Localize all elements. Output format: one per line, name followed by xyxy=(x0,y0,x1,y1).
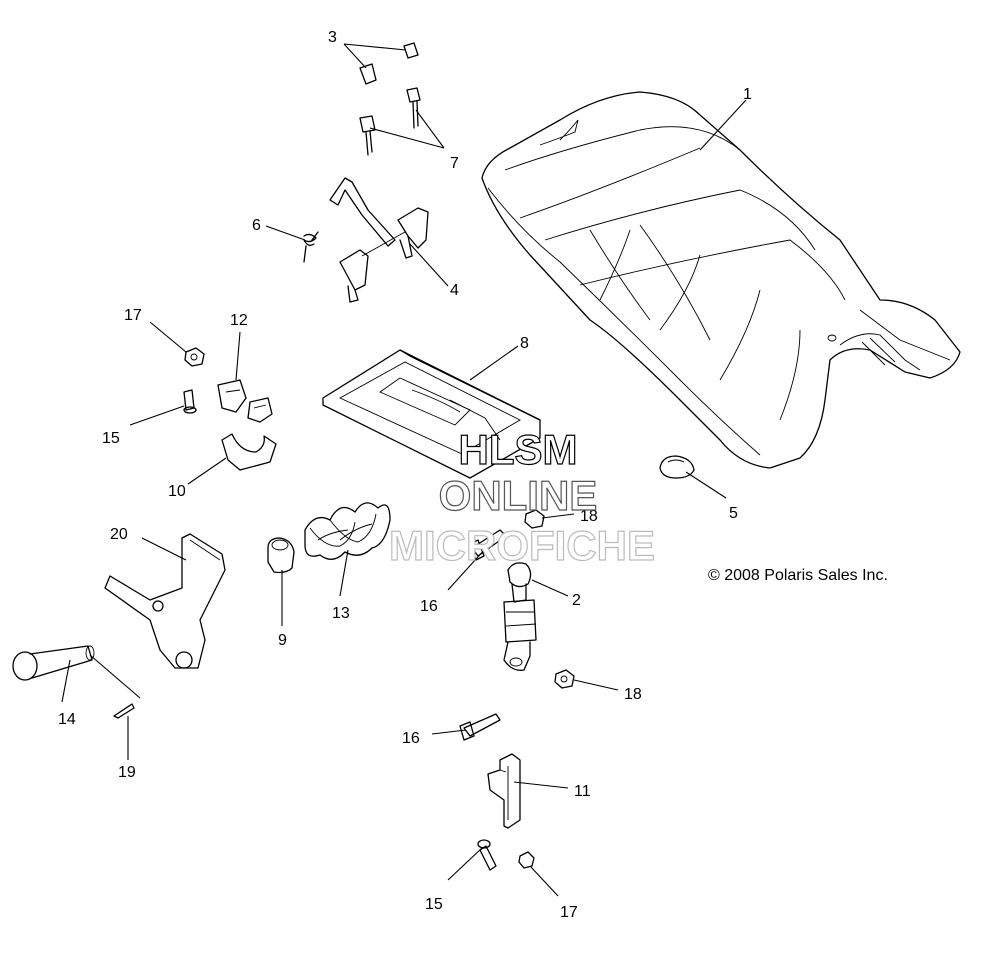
callout-16-lower: 16 xyxy=(402,730,420,747)
callout-labels: 1 3 7 6 4 17 12 8 15 10 5 18 20 2 16 13 … xyxy=(58,29,752,921)
callout-6: 6 xyxy=(252,217,261,234)
callout-7: 7 xyxy=(450,155,459,172)
bump-stop-part-9 xyxy=(267,537,295,574)
callout-14: 14 xyxy=(58,711,76,728)
callout-3: 3 xyxy=(328,29,337,46)
callout-11: 11 xyxy=(574,783,591,800)
coil-spring-part-13 xyxy=(304,502,391,560)
callout-15-lower: 15 xyxy=(425,896,443,913)
bolt-part-16-upper xyxy=(469,529,507,561)
copyright-notice: © 2008 Polaris Sales Inc. xyxy=(708,567,888,584)
pin-part-14 xyxy=(12,645,95,681)
callout-2: 2 xyxy=(572,592,581,609)
watermark-line-3: MICROFICHE xyxy=(389,522,655,569)
bolt-part-15-lower xyxy=(477,839,497,871)
callout-15-top: 15 xyxy=(102,430,120,447)
nut-part-17-top xyxy=(184,347,205,367)
grommet-part-5 xyxy=(659,455,695,479)
cotter-pin-part-19 xyxy=(113,703,135,719)
leader-lines xyxy=(61,43,747,897)
hinge-clip-part-12 xyxy=(217,379,273,423)
nut-part-18-lower xyxy=(554,669,575,689)
callout-10: 10 xyxy=(168,483,186,500)
callout-18-upper: 18 xyxy=(580,508,598,525)
callout-18-lower: 18 xyxy=(624,686,642,703)
watermark-line-1: HLSM xyxy=(459,426,578,473)
shock-absorber-part-2 xyxy=(503,562,537,671)
spring-part-6 xyxy=(303,231,319,263)
seat-part xyxy=(481,91,961,469)
callout-19: 19 xyxy=(118,764,136,781)
clip-part-3 xyxy=(359,42,419,85)
bolt-part-16-lower xyxy=(459,713,501,741)
callout-9: 9 xyxy=(278,632,287,649)
callout-5: 5 xyxy=(729,505,738,522)
bracket-part-10 xyxy=(221,433,277,471)
callout-17-top: 17 xyxy=(124,307,142,324)
callout-12: 12 xyxy=(230,312,248,329)
callout-1: 1 xyxy=(743,86,752,103)
callout-13: 13 xyxy=(332,605,350,622)
nut-part-18-upper xyxy=(524,509,545,529)
bolt-part-15-top xyxy=(183,389,197,414)
callout-20: 20 xyxy=(110,526,128,543)
callout-16-upper: 16 xyxy=(420,598,438,615)
callout-8: 8 xyxy=(520,335,529,352)
nut-part-17-lower xyxy=(518,851,535,869)
watermark: HLSM ONLINE MICROFICHE xyxy=(388,425,655,569)
bracket-plate-part-20 xyxy=(104,533,226,669)
watermark-line-2: ONLINE xyxy=(439,472,598,519)
callout-17-lower: 17 xyxy=(560,904,578,921)
latch-part-4 xyxy=(329,177,429,303)
callout-4: 4 xyxy=(450,282,459,299)
push-pin-part-7 xyxy=(359,87,421,156)
mount-bracket-part-11 xyxy=(487,753,521,829)
storage-box-part-8 xyxy=(322,349,541,479)
